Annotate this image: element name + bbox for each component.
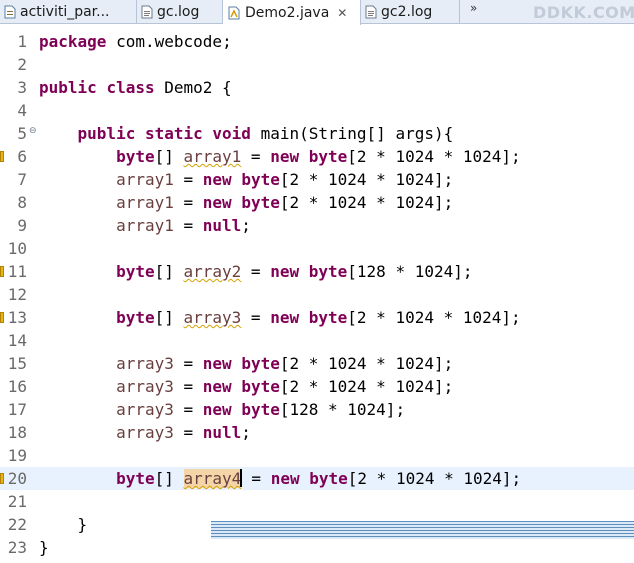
line-number: 15 <box>7 354 27 373</box>
code-line[interactable]: 17 array3 = new byte[128 * 1024]; <box>0 398 634 421</box>
code-line[interactable]: 13 byte[] array3 = new byte[2 * 1024 * 1… <box>0 306 634 329</box>
code-text: } <box>39 538 49 557</box>
line-number: 21 <box>7 492 27 511</box>
warning-marker-icon[interactable] <box>0 151 4 162</box>
code-line[interactable]: 2 <box>0 53 634 76</box>
line-number: 1 <box>17 32 27 51</box>
code-line[interactable]: 18 array3 = null; <box>0 421 634 444</box>
tab-overflow-chevron-icon[interactable]: » <box>470 1 478 15</box>
code-text: } <box>39 515 88 534</box>
code-text: array3 = new byte[2 * 1024 * 1024]; <box>116 354 454 373</box>
tab-activiti-par[interactable]: activiti_par... <box>0 0 137 24</box>
code-line[interactable]: 21 <box>0 490 634 513</box>
line-number: 5 <box>17 124 27 143</box>
code-line[interactable]: 12 <box>0 283 634 306</box>
code-text: byte[] array1 = new byte[2 * 1024 * 1024… <box>116 147 521 166</box>
editor-tab-bar: activiti_par... gc.log Demo2.java ✕ gc2.… <box>0 0 634 25</box>
code-line[interactable]: 3 public class Demo2 { <box>0 76 634 99</box>
line-number: 17 <box>7 400 27 419</box>
code-line[interactable]: 4 <box>0 99 634 122</box>
watermark-logo: DDKK.COM <box>533 3 634 22</box>
text-file-icon <box>365 5 377 19</box>
code-text: byte[] array3 = new byte[2 * 1024 * 1024… <box>116 308 521 327</box>
line-number: 3 <box>17 78 27 97</box>
line-number: 10 <box>7 239 27 258</box>
line-number: 6 <box>17 147 27 166</box>
line-number: 19 <box>7 446 27 465</box>
tab-label: gc2.log <box>381 4 433 20</box>
tab-gc-log[interactable]: gc.log <box>137 0 223 24</box>
warning-marker-icon[interactable] <box>0 312 4 323</box>
code-text: array1 = new byte[2 * 1024 * 1024]; <box>116 193 454 212</box>
code-text: public class Demo2 { <box>39 78 232 97</box>
tab-label: gc.log <box>157 4 200 20</box>
line-number: 14 <box>7 331 27 350</box>
code-line[interactable]: 23} <box>0 536 634 559</box>
close-icon[interactable]: ✕ <box>337 5 348 20</box>
code-text: public static void main(String[] args){ <box>77 124 454 143</box>
code-text: array1 = null; <box>116 216 251 235</box>
code-line[interactable]: 9 array1 = null; <box>0 214 634 237</box>
text-file-icon <box>141 5 153 19</box>
code-text: package com.webcode; <box>39 32 232 51</box>
tab-label: activiti_par... <box>20 4 110 20</box>
horizontal-scrollbar[interactable] <box>211 521 634 539</box>
code-line[interactable]: 10 <box>0 237 634 260</box>
line-number: 16 <box>7 377 27 396</box>
line-number: 11 <box>7 262 27 281</box>
code-line[interactable]: 14 <box>0 329 634 352</box>
line-number: 20 <box>7 469 27 488</box>
code-line[interactable]: 22 } <box>0 513 634 536</box>
line-number: 13 <box>7 308 27 327</box>
line-number: 12 <box>7 285 27 304</box>
code-line[interactable]: 20 byte[] array4 = new byte[2 * 1024 * 1… <box>0 467 634 490</box>
java-file-icon <box>4 5 16 19</box>
code-text: byte[] array2 = new byte[128 * 1024]; <box>116 262 473 281</box>
code-line[interactable]: 11 byte[] array2 = new byte[128 * 1024]; <box>0 260 634 283</box>
warning-marker-icon[interactable] <box>0 473 4 484</box>
java-file-icon <box>227 6 241 20</box>
code-text: array3 = new byte[128 * 1024]; <box>116 400 406 419</box>
code-line[interactable]: 8 array1 = new byte[2 * 1024 * 1024]; <box>0 191 634 214</box>
line-number: 18 <box>7 423 27 442</box>
line-number: 2 <box>17 55 27 74</box>
fold-collapse-icon[interactable]: ⊖ <box>29 126 37 136</box>
code-text: array3 = new byte[2 * 1024 * 1024]; <box>116 377 454 396</box>
tab-demo2-java[interactable]: Demo2.java ✕ <box>223 0 361 25</box>
code-line[interactable]: 19 <box>0 444 634 467</box>
line-number: 22 <box>7 515 27 534</box>
code-line[interactable]: 16 array3 = new byte[2 * 1024 * 1024]; <box>0 375 634 398</box>
line-number: 23 <box>7 538 27 557</box>
line-number: 9 <box>17 216 27 235</box>
text-caret <box>240 469 242 487</box>
line-number: 7 <box>17 170 27 189</box>
code-line[interactable]: 1 package com.webcode; <box>0 30 634 53</box>
warning-marker-icon[interactable] <box>0 266 4 277</box>
tab-gc2-log[interactable]: gc2.log <box>361 0 460 24</box>
code-line[interactable]: 7 array1 = new byte[2 * 1024 * 1024]; <box>0 168 634 191</box>
code-text: array1 = new byte[2 * 1024 * 1024]; <box>116 170 454 189</box>
code-line[interactable]: 6 byte[] array1 = new byte[2 * 1024 * 10… <box>0 145 634 168</box>
code-text: byte[] array4 = new byte[2 * 1024 * 1024… <box>116 469 522 488</box>
line-number: 4 <box>17 101 27 120</box>
line-number: 8 <box>17 193 27 212</box>
tab-label: Demo2.java <box>245 4 330 21</box>
code-line[interactable]: 15 array3 = new byte[2 * 1024 * 1024]; <box>0 352 634 375</box>
code-line[interactable]: 5⊖ public static void main(String[] args… <box>0 122 634 145</box>
code-text: array3 = null; <box>116 423 251 442</box>
